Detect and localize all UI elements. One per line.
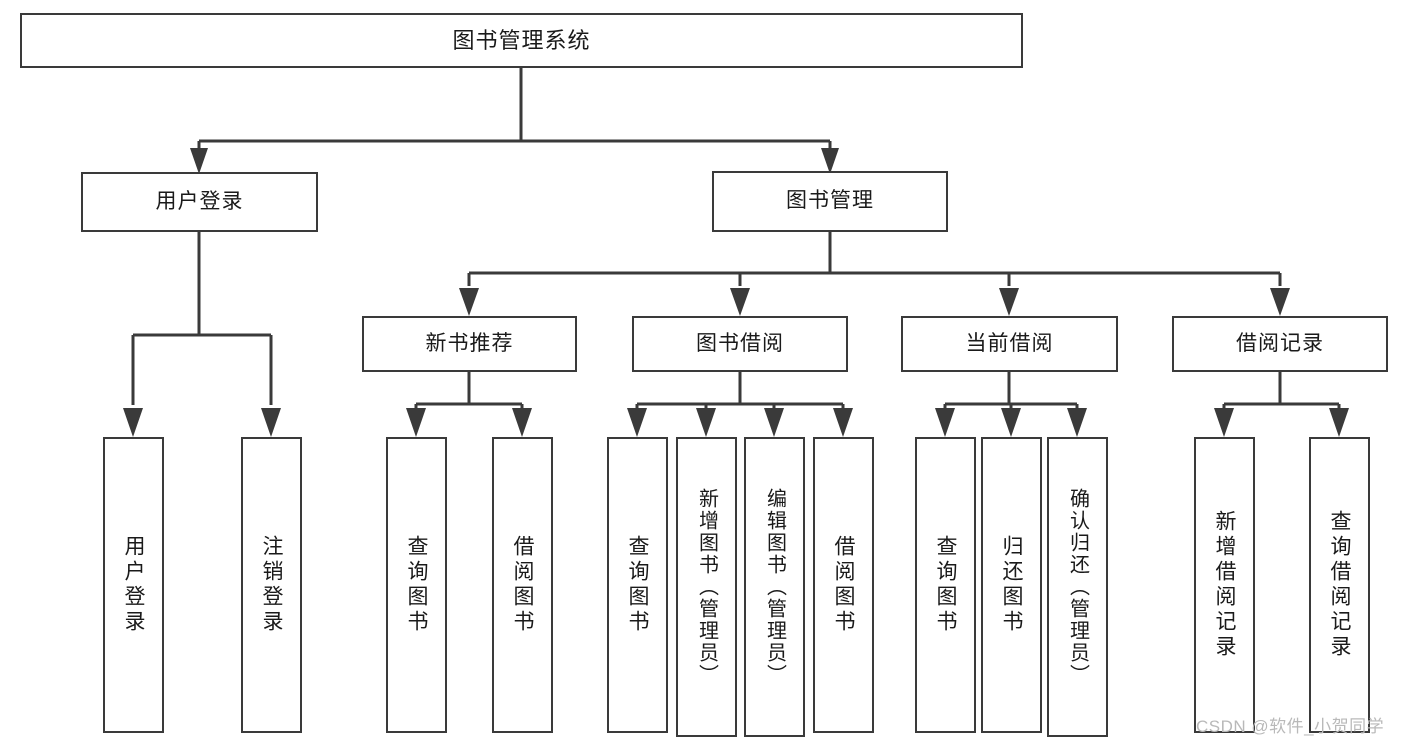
node-label: 图书借阅: [696, 331, 784, 355]
node-label: 借阅图书: [832, 535, 855, 635]
node-label: 当前借阅: [965, 331, 1054, 355]
leaf-confirm-return-admin[interactable]: 确认归还（管理员）: [1047, 437, 1108, 737]
node-label: 图书管理: [786, 189, 874, 213]
leaf-borrow-book[interactable]: 借阅图书: [813, 437, 874, 733]
node-book-borrow[interactable]: 图书借阅: [632, 316, 848, 372]
leaf-borrow-book-recommend[interactable]: 借阅图书: [492, 437, 553, 733]
node-current-borrow[interactable]: 当前借阅: [901, 316, 1118, 372]
node-borrow-records[interactable]: 借阅记录: [1172, 316, 1388, 372]
node-label: 确认归还（管理员）: [1066, 488, 1089, 686]
leaf-query-book-recommend[interactable]: 查询图书: [386, 437, 447, 733]
node-label: 借阅图书: [511, 535, 534, 635]
node-label: 图书管理系统: [452, 27, 591, 53]
node-label: 用户登录: [155, 189, 244, 213]
leaf-edit-book-admin[interactable]: 编辑图书（管理员）: [744, 437, 805, 737]
node-user-login[interactable]: 用户登录: [81, 172, 318, 232]
node-new-book-recommend[interactable]: 新书推荐: [362, 316, 577, 372]
node-label: 查询图书: [934, 535, 957, 635]
node-label: 编辑图书（管理员）: [763, 488, 786, 686]
node-root[interactable]: 图书管理系统: [20, 13, 1023, 68]
node-label: 归还图书: [1000, 535, 1023, 635]
node-label: 注销登录: [260, 535, 283, 635]
leaf-user-login[interactable]: 用户登录: [103, 437, 164, 733]
leaf-add-borrow-record[interactable]: 新增借阅记录: [1194, 437, 1255, 733]
leaf-query-book-current[interactable]: 查询图书: [915, 437, 976, 733]
node-label: 新增图书（管理员）: [695, 488, 718, 686]
node-label: 查询图书: [405, 535, 428, 635]
node-label: 新增借阅记录: [1213, 510, 1236, 660]
node-label: 新书推荐: [425, 331, 514, 355]
node-label: 借阅记录: [1236, 331, 1324, 355]
node-label: 查询借阅记录: [1328, 510, 1351, 660]
leaf-add-book-admin[interactable]: 新增图书（管理员）: [676, 437, 737, 737]
node-label: 用户登录: [122, 535, 145, 635]
leaf-query-borrow-record[interactable]: 查询借阅记录: [1309, 437, 1370, 733]
node-book-management[interactable]: 图书管理: [712, 171, 948, 232]
node-label: 查询图书: [626, 535, 649, 635]
leaf-logout[interactable]: 注销登录: [241, 437, 302, 733]
leaf-return-book[interactable]: 归还图书: [981, 437, 1042, 733]
leaf-query-book-borrow[interactable]: 查询图书: [607, 437, 668, 733]
